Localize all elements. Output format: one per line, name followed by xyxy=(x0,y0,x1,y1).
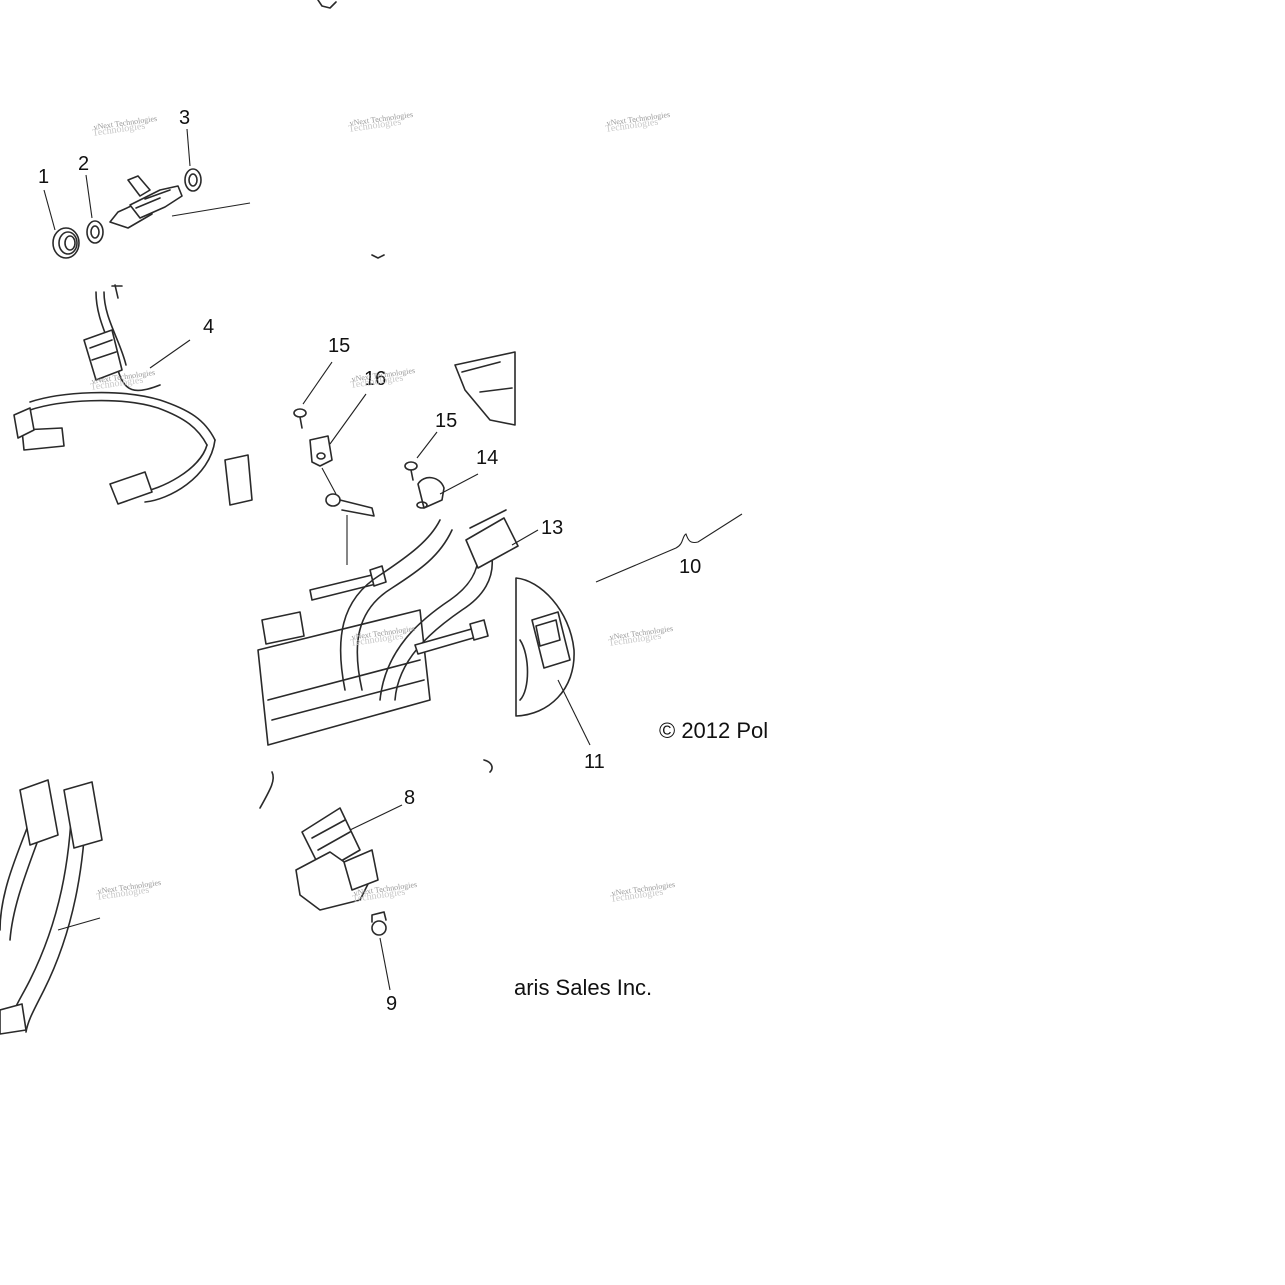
fuel-injector-group: 1 2 3 xyxy=(38,107,251,259)
wire-harness-group: 4 xyxy=(13,284,253,506)
callout-1: 1 xyxy=(38,166,49,188)
callout-2: 2 xyxy=(78,153,89,175)
callout-3: 3 xyxy=(179,107,190,129)
clip-part xyxy=(416,476,445,509)
callout-16: 16 xyxy=(364,368,386,390)
tile-mask xyxy=(774,700,814,750)
fuel-hose-group xyxy=(0,771,275,1035)
clip-screw-group: 15 16 15 14 xyxy=(293,335,516,517)
throttle-body-group: 10 11 xyxy=(515,513,743,773)
callout-13: 13 xyxy=(541,517,563,539)
callout-11: 11 xyxy=(584,751,605,773)
screw-part xyxy=(404,461,418,481)
bracket-part xyxy=(309,435,333,467)
callout-15a: 15 xyxy=(328,335,350,357)
o-ring-part xyxy=(86,220,104,244)
callout-4: 4 xyxy=(203,316,214,338)
callout-15b: 15 xyxy=(435,410,457,432)
fuel-rail-group: 13 xyxy=(257,509,563,773)
fuel-injector-part xyxy=(109,175,183,229)
callout-10: 10 xyxy=(679,556,701,578)
copyright-part-b: aris Sales Inc. xyxy=(514,975,652,1000)
screw-part xyxy=(293,408,307,429)
bolt-part xyxy=(325,493,375,517)
watermark: Technologies vNext Technologies Technolo… xyxy=(90,110,676,905)
sensor-group: 8 9 xyxy=(295,787,415,1015)
seal-ring-part xyxy=(52,227,80,259)
callout-9: 9 xyxy=(386,993,397,1015)
fragment xyxy=(317,0,385,259)
o-ring-part xyxy=(184,168,202,192)
copyright-part-a: © 2012 Pol xyxy=(659,718,768,743)
callout-8: 8 xyxy=(404,787,415,809)
bolt-part xyxy=(371,911,387,936)
callout-14: 14 xyxy=(476,447,498,469)
